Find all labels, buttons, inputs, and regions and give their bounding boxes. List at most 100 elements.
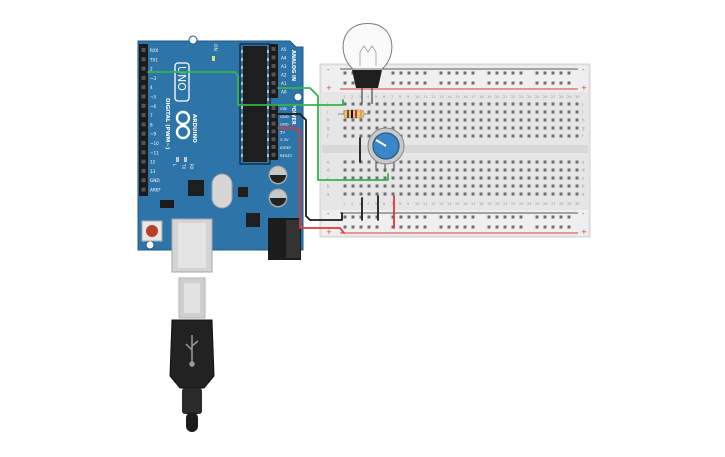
rail-hole[interactable] [407,225,411,229]
breadboard-hole[interactable] [575,118,579,122]
rail-hole[interactable] [551,81,555,85]
rail-hole[interactable] [351,215,355,219]
rail-hole[interactable] [559,215,563,219]
breadboard-hole[interactable] [487,160,491,164]
breadboard-hole[interactable] [383,184,387,188]
rail-hole[interactable] [551,71,555,75]
breadboard-hole[interactable] [575,160,579,164]
breadboard-hole[interactable] [479,134,483,138]
rail-hole[interactable] [543,225,547,229]
breadboard-hole[interactable] [399,168,403,172]
breadboard-hole[interactable] [503,184,507,188]
breadboard-hole[interactable] [367,118,371,122]
analog-header[interactable] [269,44,278,98]
breadboard-hole[interactable] [479,160,483,164]
rail-hole[interactable] [495,215,499,219]
rail-hole[interactable] [391,71,395,75]
breadboard-hole[interactable] [535,118,539,122]
breadboard-hole[interactable] [343,184,347,188]
rail-hole[interactable] [447,225,451,229]
rail-hole[interactable] [567,81,571,85]
rail-hole[interactable] [407,81,411,85]
breadboard-hole[interactable] [391,192,395,196]
breadboard-hole[interactable] [439,160,443,164]
rail-hole[interactable] [399,71,403,75]
breadboard-hole[interactable] [367,110,371,114]
breadboard-hole[interactable] [447,184,451,188]
power-pin-hole[interactable] [271,137,276,142]
breadboard-hole[interactable] [575,110,579,114]
breadboard-hole[interactable] [423,134,427,138]
breadboard-hole[interactable] [503,168,507,172]
breadboard-hole[interactable] [407,110,411,114]
digital-pin-hole[interactable] [141,75,146,80]
breadboard-hole[interactable] [423,160,427,164]
breadboard-hole[interactable] [567,134,571,138]
digital-pin-hole[interactable] [141,94,146,99]
digital-pin-hole[interactable] [141,187,146,192]
breadboard-hole[interactable] [511,110,515,114]
breadboard-hole[interactable] [407,134,411,138]
breadboard-hole[interactable] [535,160,539,164]
breadboard-hole[interactable] [439,168,443,172]
breadboard-hole[interactable] [559,176,563,180]
breadboard-hole[interactable] [495,176,499,180]
breadboard-hole[interactable] [391,110,395,114]
breadboard-hole[interactable] [503,118,507,122]
breadboard-hole[interactable] [519,160,523,164]
breadboard-hole[interactable] [519,168,523,172]
breadboard-hole[interactable] [535,126,539,130]
breadboard-hole[interactable] [519,118,523,122]
breadboard-hole[interactable] [551,118,555,122]
rail-hole[interactable] [407,215,411,219]
breadboard-hole[interactable] [519,134,523,138]
power-pin-hole[interactable] [271,129,276,134]
breadboard-hole[interactable] [543,126,547,130]
breadboard-hole[interactable] [551,168,555,172]
breadboard-hole[interactable] [511,134,515,138]
breadboard-hole[interactable] [543,168,547,172]
breadboard-hole[interactable] [343,176,347,180]
rail-hole[interactable] [423,225,427,229]
rail-hole[interactable] [399,81,403,85]
digital-pin-hole[interactable] [141,141,146,145]
breadboard-hole[interactable] [487,118,491,122]
breadboard-hole[interactable] [359,184,363,188]
rail-hole[interactable] [351,81,355,85]
breadboard-hole[interactable] [567,160,571,164]
rail-hole[interactable] [343,81,347,85]
breadboard-hole[interactable] [407,160,411,164]
breadboard-hole[interactable] [471,134,475,138]
rail-hole[interactable] [535,71,539,75]
breadboard-hole[interactable] [399,176,403,180]
breadboard-hole[interactable] [367,184,371,188]
breadboard-hole[interactable] [447,160,451,164]
rail-hole[interactable] [455,225,459,229]
breadboard-hole[interactable] [495,118,499,122]
breadboard-hole[interactable] [463,160,467,164]
rail-hole[interactable] [511,215,515,219]
breadboard-hole[interactable] [415,184,419,188]
breadboard-hole[interactable] [407,184,411,188]
breadboard-hole[interactable] [455,176,459,180]
breadboard-hole[interactable] [511,192,515,196]
breadboard-hole[interactable] [575,134,579,138]
breadboard-hole[interactable] [431,176,435,180]
breadboard-hole[interactable] [415,126,419,130]
rail-hole[interactable] [439,81,443,85]
rail-hole[interactable] [463,71,467,75]
rail-hole[interactable] [471,225,475,229]
rail-hole[interactable] [567,215,571,219]
breadboard-hole[interactable] [359,134,363,138]
breadboard-hole[interactable] [343,160,347,164]
breadboard-hole[interactable] [519,102,523,106]
breadboard-hole[interactable] [503,110,507,114]
breadboard-hole[interactable] [487,184,491,188]
rail-hole[interactable] [455,81,459,85]
resistor[interactable] [338,109,370,119]
breadboard-hole[interactable] [351,134,355,138]
breadboard-hole[interactable] [375,184,379,188]
breadboard-hole[interactable] [423,176,427,180]
breadboard-hole[interactable] [551,110,555,114]
breadboard-hole[interactable] [447,118,451,122]
